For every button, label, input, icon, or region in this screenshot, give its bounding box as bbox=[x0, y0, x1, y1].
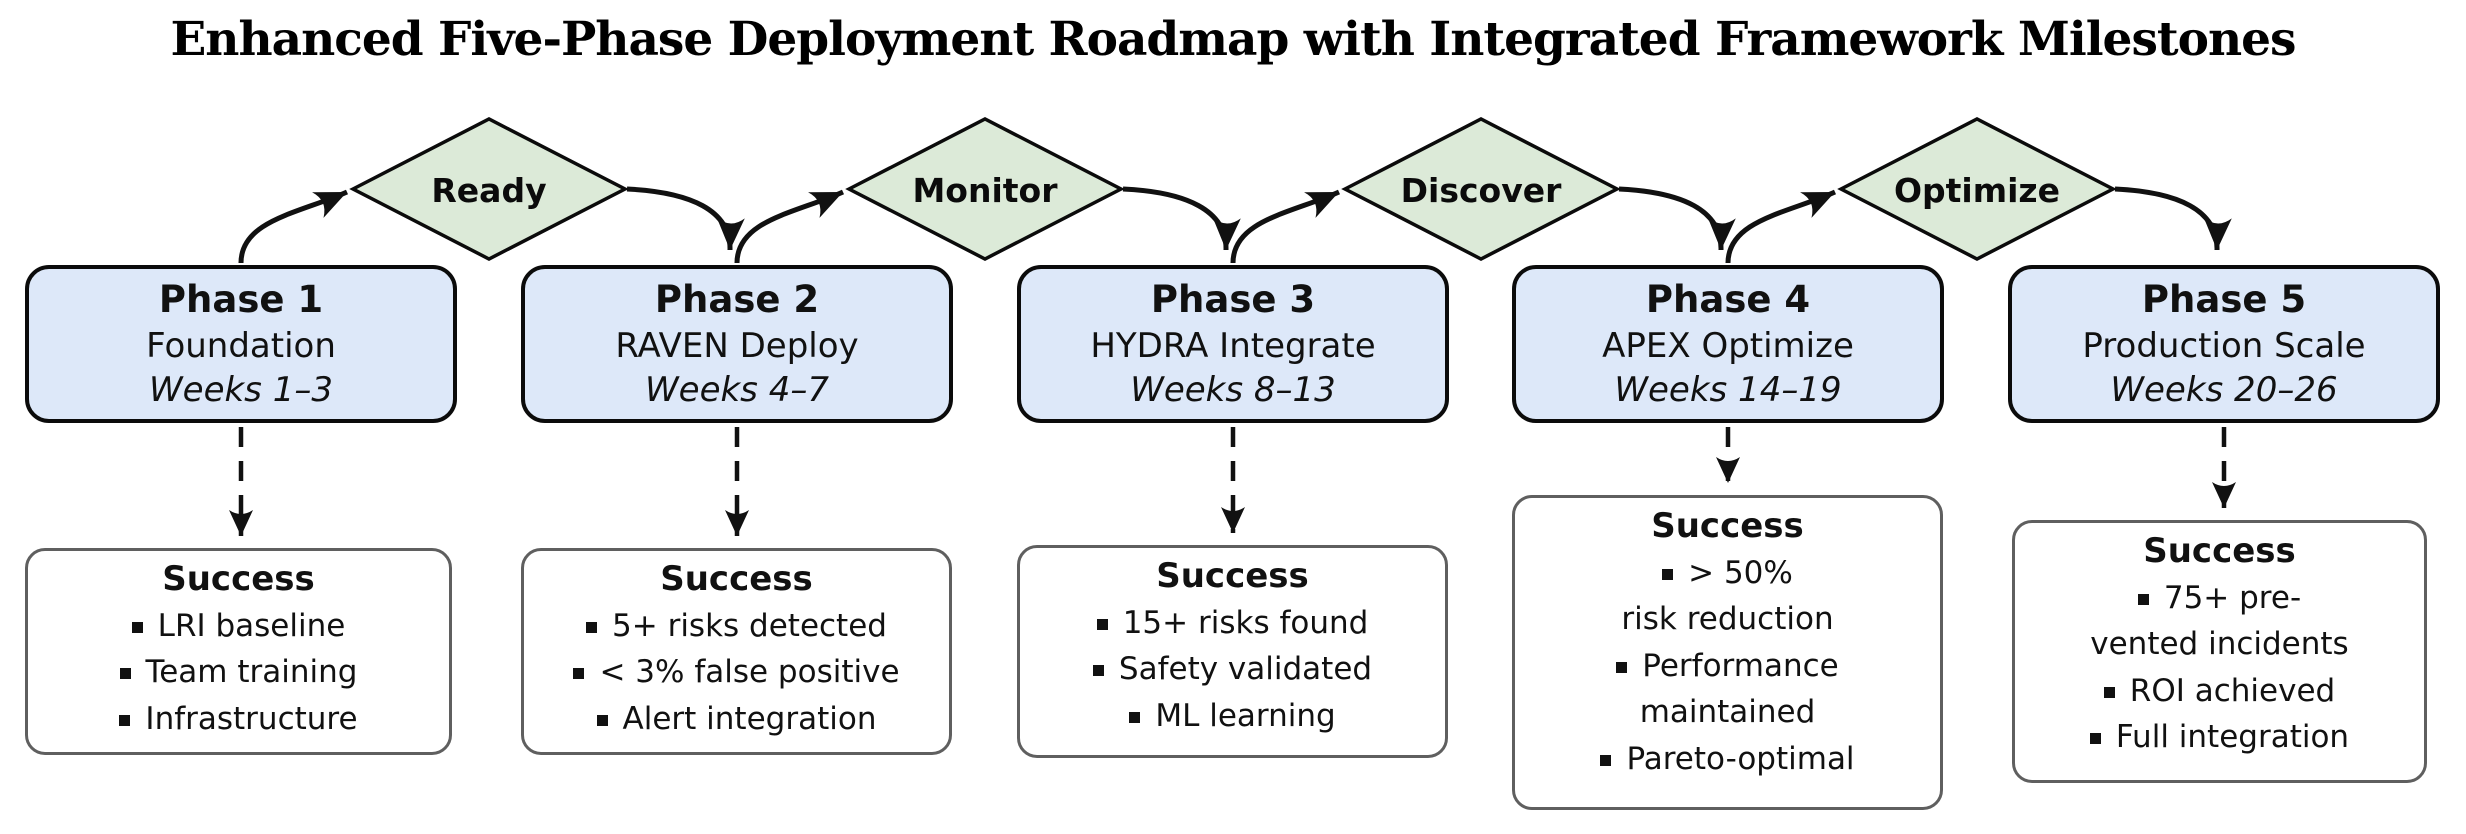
bullet-square-icon bbox=[119, 714, 131, 726]
phase-4-name: Phase 4 bbox=[1645, 277, 1811, 321]
arrow-discover-to-phase4 bbox=[1618, 186, 1736, 251]
bullet-square-icon bbox=[1616, 661, 1628, 673]
success-5-item: Full integration bbox=[2025, 714, 2414, 761]
phase-box-1: Phase 1 Foundation Weeks 1–3 bbox=[25, 265, 457, 423]
success-3-item: ML learning bbox=[1030, 693, 1435, 740]
arrow-phase2-to-monitor bbox=[734, 189, 845, 264]
phase-3-name: Phase 3 bbox=[1150, 277, 1316, 321]
success-2-item: Alert integration bbox=[534, 696, 939, 743]
milestone-diamond-optimize bbox=[1837, 117, 2117, 261]
bullet-square-icon bbox=[2137, 593, 2149, 605]
milestone-label-discover: Discover bbox=[1400, 170, 1562, 210]
milestone-label-optimize: Optimize bbox=[1893, 170, 2061, 210]
bullet-square-icon bbox=[573, 668, 585, 680]
success-1-item: Infrastructure bbox=[38, 696, 439, 743]
success-4-item: Pareto-optimal bbox=[1525, 736, 1930, 783]
success-1-heading: Success bbox=[162, 559, 315, 599]
success-2-item: < 3% false positive bbox=[534, 649, 939, 696]
success-4-item: Performance maintained bbox=[1525, 643, 1930, 736]
arrow-optimize-to-phase5 bbox=[2114, 186, 2232, 251]
phase-box-5: Phase 5 Production Scale Weeks 20–26 bbox=[2008, 265, 2440, 423]
arrow-phase1-to-ready bbox=[238, 189, 349, 264]
phase-5-subtitle: Production Scale bbox=[2082, 325, 2366, 366]
bullet-square-icon bbox=[1662, 568, 1674, 580]
arrow-monitor-to-phase3 bbox=[1122, 186, 1241, 251]
phase-2-subtitle: RAVEN Deploy bbox=[615, 325, 859, 366]
bullet-square-icon bbox=[2089, 733, 2101, 745]
phase-2-weeks: Weeks 4–7 bbox=[645, 370, 829, 411]
phase-box-3: Phase 3 HYDRA Integrate Weeks 8–13 bbox=[1017, 265, 1449, 423]
success-5-item: 75+ pre- vented incidents bbox=[2090, 579, 2349, 663]
arrow-ready-to-phase2 bbox=[626, 186, 745, 251]
success-3-item: 15+ risks found bbox=[1030, 600, 1435, 647]
arrow-phase3-to-discover bbox=[1230, 189, 1341, 264]
success-2-item: 5+ risks detected bbox=[534, 603, 939, 650]
bullet-square-icon bbox=[586, 621, 598, 633]
success-4-item: > 50% risk reduction bbox=[1621, 554, 1834, 638]
success-5-heading: Success bbox=[2143, 531, 2296, 571]
bullet-square-icon bbox=[596, 714, 608, 726]
milestone-label-monitor: Monitor bbox=[912, 170, 1058, 210]
success-5-item: ROI achieved bbox=[2025, 668, 2414, 715]
success-1-item: LRI baseline bbox=[38, 603, 439, 650]
phase-5-weeks: Weeks 20–26 bbox=[2110, 370, 2338, 411]
bullet-square-icon bbox=[1092, 665, 1104, 677]
phase-4-weeks: Weeks 14–19 bbox=[1614, 370, 1842, 411]
success-box-3: Success 15+ risks found Safety validated… bbox=[1017, 545, 1448, 758]
bullet-square-icon bbox=[119, 668, 131, 680]
phase-3-weeks: Weeks 8–13 bbox=[1130, 370, 1336, 411]
phase-1-weeks: Weeks 1–3 bbox=[149, 370, 333, 411]
arrow-phase4-to-optimize bbox=[1725, 189, 1837, 264]
milestone-diamond-ready bbox=[349, 117, 629, 261]
success-2-heading: Success bbox=[660, 559, 813, 599]
success-box-4: Success > 50% risk reduction Performance… bbox=[1512, 495, 1943, 810]
milestone-label-ready: Ready bbox=[431, 170, 547, 210]
bullet-square-icon bbox=[1129, 711, 1141, 723]
phase-box-4: Phase 4 APEX Optimize Weeks 14–19 bbox=[1512, 265, 1944, 423]
success-box-5: Success 75+ pre- vented incidents ROI ac… bbox=[2012, 520, 2427, 783]
bullet-square-icon bbox=[1600, 754, 1612, 766]
milestone-diamond-monitor bbox=[845, 117, 1125, 261]
success-3-heading: Success bbox=[1156, 556, 1309, 596]
bullet-square-icon bbox=[1096, 618, 1108, 630]
milestone-diamond-discover bbox=[1341, 117, 1621, 261]
success-box-2: Success 5+ risks detected < 3% false pos… bbox=[521, 548, 952, 756]
phase-5-name: Phase 5 bbox=[2141, 277, 2307, 321]
page-title: Enhanced Five-Phase Deployment Roadmap w… bbox=[170, 12, 2296, 67]
success-1-item: Team training bbox=[38, 649, 439, 696]
phase-2-name: Phase 2 bbox=[654, 277, 820, 321]
success-3-item: Safety validated bbox=[1030, 646, 1435, 693]
bullet-square-icon bbox=[2103, 686, 2115, 698]
phase-4-subtitle: APEX Optimize bbox=[1602, 325, 1854, 366]
bullet-square-icon bbox=[131, 621, 143, 633]
phase-3-subtitle: HYDRA Integrate bbox=[1090, 325, 1376, 366]
phase-1-subtitle: Foundation bbox=[146, 325, 336, 366]
success-box-1: Success LRI baseline Team training Infra… bbox=[25, 548, 452, 756]
phase-1-name: Phase 1 bbox=[158, 277, 324, 321]
phase-box-2: Phase 2 RAVEN Deploy Weeks 4–7 bbox=[521, 265, 953, 423]
success-4-heading: Success bbox=[1651, 506, 1804, 546]
